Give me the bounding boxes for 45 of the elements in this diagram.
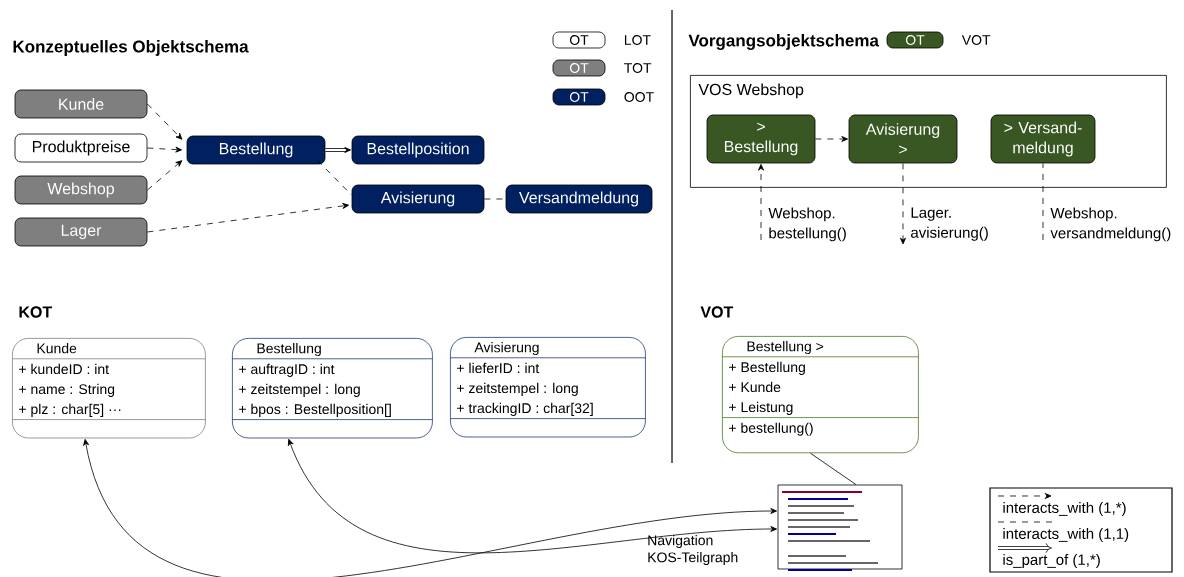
arrow (83, 439, 777, 577)
swatch-label: VOT (961, 35, 991, 45)
object-type-box: Lager (14, 217, 148, 247)
edge-label: Lager. avisierung() (911, 207, 988, 241)
swatch-label: TOT (624, 63, 652, 73)
arrow (287, 438, 777, 554)
arrow (325, 147, 351, 153)
arrow (147, 103, 183, 140)
section-heading: Vorgangsobjektschema (688, 34, 880, 50)
object-type-box: Produktpreise (14, 133, 148, 163)
swatch-label: LOT (624, 35, 651, 45)
object-type-box: Webshop (14, 175, 148, 205)
object-type-box: Bestellung (186, 135, 326, 165)
class-box: Kunde + kundeID : int + name : String + plz : char[5] ··· (12, 338, 206, 439)
process-object-box: > Bestellung (706, 114, 816, 164)
class-box: Bestellung > + Bestellung + Kunde + Leistung + bestellung() (722, 336, 919, 454)
class-box: Bestellung + auftragID : int + zeitstempel : long + bpos : Bestellposition[] (232, 338, 433, 439)
object-type-box: Versandmeldung (505, 184, 653, 214)
arrow (147, 160, 183, 191)
legend-label: interacts_with (1,*) (1003, 502, 1126, 516)
arrow (147, 146, 182, 153)
process-object-box: > Versand-meldung (990, 114, 1096, 164)
legend-label: interacts_with (1,1) (1003, 528, 1129, 542)
arrow (900, 163, 906, 245)
edge-label: Webshop. versandmeldung() (1050, 207, 1171, 242)
node-label: Navigation KOS-Teilgraph (648, 535, 738, 566)
section-heading: Konzeptuelles Objektschema (13, 40, 249, 56)
swatch-label: OOT (624, 92, 654, 102)
class-box: Avisierung + lieferID : int + zeitstempel : long + trackingID : char[32] (450, 337, 646, 438)
arrow (758, 164, 764, 241)
legend-label: is_part_of (1,*) (1003, 554, 1100, 568)
object-type-box: OT (552, 88, 606, 106)
object-type-box: OT (552, 31, 606, 49)
arrow (815, 136, 848, 142)
edge-label: Webshop. bestellung() (768, 207, 846, 242)
object-type-box: Avisierung (351, 184, 485, 214)
object-type-box: Kunde (14, 89, 148, 119)
arrow (147, 202, 349, 233)
object-type-box: Bestellposition (351, 135, 485, 165)
picture (777, 484, 903, 571)
section-heading: KOT (19, 306, 52, 318)
process-object-box: Avisierung > (848, 114, 958, 164)
section-heading: VOT (700, 306, 734, 318)
process-object-box: OT (886, 31, 944, 49)
object-type-box: OT (552, 59, 606, 77)
